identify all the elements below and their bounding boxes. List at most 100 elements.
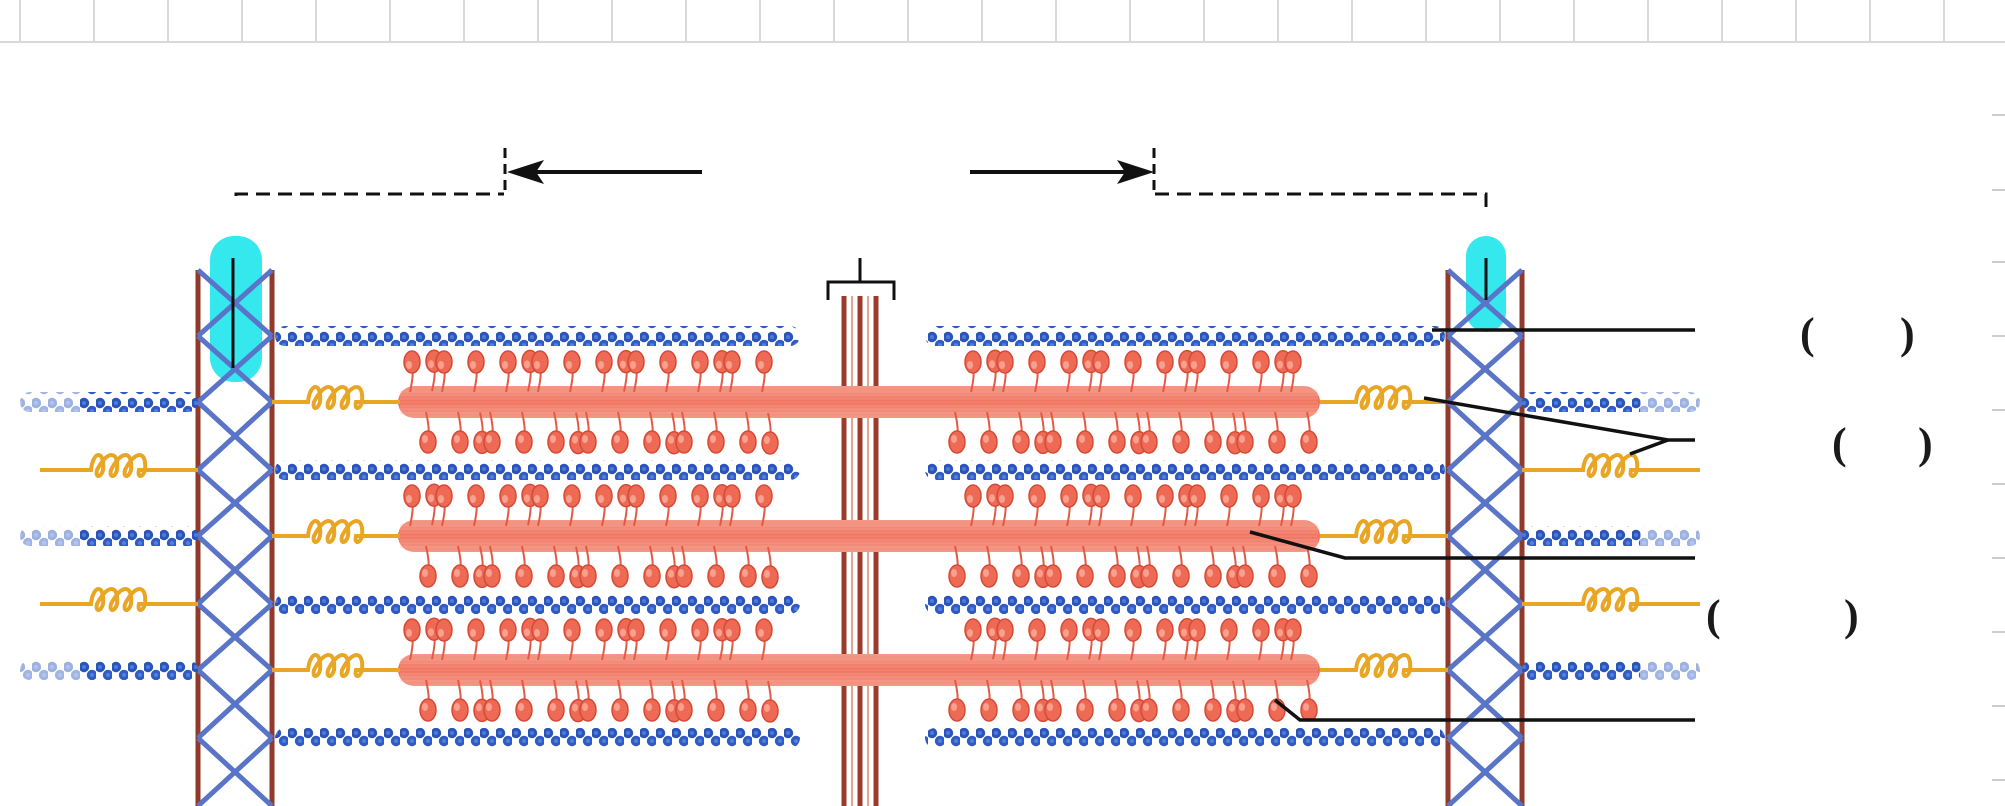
myosin-head-highlight (502, 495, 508, 503)
myosin-head-highlight (1207, 435, 1213, 443)
myosin-head (980, 430, 998, 454)
myosin-head (563, 484, 581, 508)
myosin-head-highlight (582, 435, 588, 443)
myosin-head (761, 699, 779, 723)
myosin-head (627, 484, 645, 508)
myosin-head (643, 564, 661, 588)
myosin-head-highlight (1223, 629, 1229, 637)
myosin-head-highlight (1047, 569, 1053, 577)
myosin-head (723, 350, 741, 374)
thick-filament-2 (398, 483, 1320, 589)
thin-filament-outer-right (1522, 660, 1700, 680)
myosin-head (691, 618, 709, 642)
myosin-head-highlight (566, 361, 572, 369)
myosin-head-highlight (951, 435, 957, 443)
myosin-head-highlight (598, 495, 604, 503)
myosin-head (723, 618, 741, 642)
myosin-head-highlight (572, 435, 578, 444)
myosin-head-highlight (1079, 435, 1085, 443)
myosin-head (515, 698, 533, 722)
actin-fade (20, 392, 80, 412)
myosin-head (1204, 698, 1222, 722)
z-disc-strut (1446, 602, 1524, 672)
myosin-head (419, 564, 437, 588)
myosin-head-highlight (406, 629, 412, 637)
myosin-head (595, 618, 613, 642)
myosin-head-highlight (742, 435, 748, 443)
myosin-head-highlight (630, 495, 636, 503)
myosin-head-highlight (999, 629, 1005, 637)
myosin-head-highlight (662, 361, 668, 369)
myosin-head-highlight (1031, 361, 1037, 369)
thick-filament-1 (398, 349, 1320, 455)
myosin-head (996, 618, 1014, 642)
actin-strand (925, 326, 1445, 346)
myosin-head-highlight (1063, 629, 1069, 637)
myosin-head (643, 698, 661, 722)
myosin-head-highlight (1223, 495, 1229, 503)
myosin-head (547, 564, 565, 588)
myosin-head (980, 698, 998, 722)
myosin-head (739, 430, 757, 454)
thin-filament-left (275, 728, 800, 748)
myosin-head (531, 618, 549, 642)
myosin-head (1268, 564, 1286, 588)
thin-filament-right (925, 594, 1445, 614)
myosin-head (611, 564, 629, 588)
myosin-head-highlight (1095, 361, 1101, 369)
myosin-shaft (398, 654, 1320, 686)
myosin-head (1300, 564, 1318, 588)
titin-coil (1320, 519, 1448, 544)
myosin-head (707, 430, 725, 454)
myosin-head (483, 698, 501, 722)
myosin-head-highlight (476, 569, 482, 578)
z-disc-highlight-left (210, 236, 262, 382)
z-disc-strut (196, 468, 274, 538)
myosin-head-highlight (1143, 435, 1149, 443)
titin-coil (1522, 453, 1700, 478)
myosin-head-highlight (1277, 628, 1283, 637)
z-disc-strut (1446, 334, 1524, 404)
myosin-head (1300, 430, 1318, 454)
myosin-head-highlight (1271, 703, 1277, 711)
filaments (20, 268, 1700, 806)
myosin-head (435, 618, 453, 642)
myosin-head-highlight (614, 569, 620, 577)
myosin-head-highlight (1031, 495, 1037, 503)
myosin-head-highlight (678, 703, 684, 711)
myosin-head-highlight (550, 569, 556, 577)
myosin-head (707, 564, 725, 588)
myosin-head (755, 350, 773, 374)
myosin-head (1076, 698, 1094, 722)
myosin-head-highlight (1063, 361, 1069, 369)
myosin-head-highlight (758, 361, 764, 369)
myosin-head-highlight (1181, 628, 1187, 637)
myosin-head (723, 484, 741, 508)
titin-coil (1320, 653, 1448, 678)
myosin-head (1140, 564, 1158, 588)
thick-filament-3 (398, 617, 1320, 723)
leader-lines (1249, 328, 1695, 722)
myosin-head-highlight (1181, 494, 1187, 503)
myosin-head-highlight (550, 435, 556, 443)
myosin-head-highlight (614, 435, 620, 443)
myosin-head (451, 698, 469, 722)
myosin-head (1140, 698, 1158, 722)
myosin-head (1028, 618, 1046, 642)
myosin-head (483, 430, 501, 454)
myosin-head-highlight (620, 628, 626, 637)
myosin-head-highlight (534, 361, 540, 369)
z-disc-strut (196, 534, 274, 606)
myosin-head-highlight (1181, 360, 1187, 369)
myosin-head (1188, 618, 1206, 642)
myosin-head (1204, 564, 1222, 588)
myosin-head-highlight (422, 569, 428, 577)
myosin-head-highlight (668, 435, 674, 444)
myosin-head (964, 350, 982, 374)
myosin-head-highlight (967, 361, 973, 369)
titin-coil (1320, 385, 1448, 410)
label-2-open-paren: ( (1832, 419, 1847, 468)
myosin-head-highlight (967, 629, 973, 637)
titin-inner-right (1320, 385, 1448, 410)
myosin-head-highlight (620, 494, 626, 503)
